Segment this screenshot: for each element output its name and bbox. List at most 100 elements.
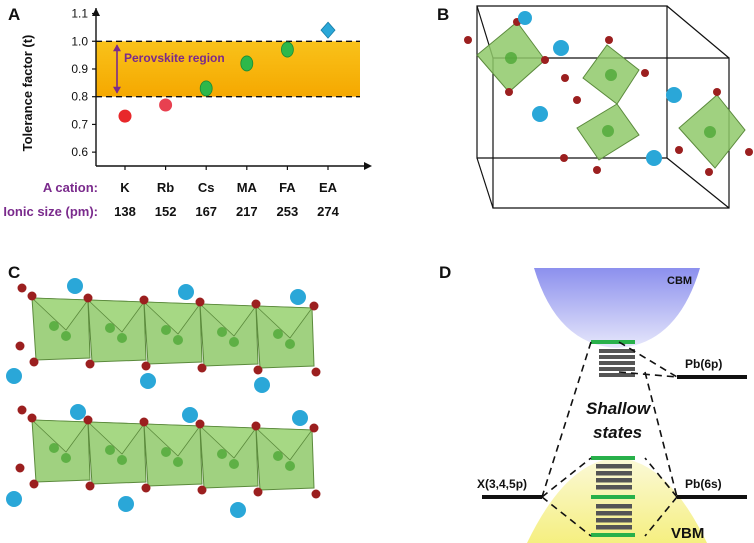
oxygen-atom: [309, 301, 319, 311]
octahedron-face: [142, 301, 201, 335]
panel-d-diagram: D CBM VBM Pb(6p) Pb(6s) X(3,4,5p) Shallo…: [439, 263, 747, 543]
level-gray: [599, 355, 635, 359]
oxygen-atom: [195, 419, 205, 429]
octahedron-face: [254, 305, 313, 339]
cation-sphere: [532, 106, 548, 122]
panel-b-structure: B: [437, 5, 753, 209]
y-tick-label: 1.1: [71, 7, 88, 21]
panel-c-structure: C: [6, 263, 321, 518]
ionic-size-label: 217: [236, 204, 258, 219]
octahedron-face: [254, 427, 313, 461]
cation-sphere: [646, 150, 662, 166]
data-point: [320, 21, 336, 39]
inner-atom: [217, 327, 227, 337]
cation-label: Cs: [198, 180, 215, 195]
cation-sphere: [292, 410, 308, 426]
cell-edge: [476, 157, 494, 209]
panel-a-label: A: [8, 5, 20, 24]
octahedron: [464, 18, 549, 96]
region-arrow-head: [113, 86, 121, 94]
level-green: [591, 533, 635, 537]
level-gray: [596, 525, 632, 530]
cation-label: EA: [319, 180, 338, 195]
inner-atom: [49, 443, 59, 453]
oxygen-atom: [29, 357, 39, 367]
octahedron-face: [142, 423, 201, 457]
octahedron-face: [30, 297, 89, 331]
level-gray: [596, 504, 632, 509]
octahedron-face: [86, 299, 145, 333]
oxygen-atom: [27, 413, 37, 423]
oxygen-atom: [17, 405, 27, 415]
oxygen-atom: [251, 421, 261, 431]
x-axis-arrow: [364, 162, 372, 170]
level-gray: [596, 511, 632, 516]
y-tick-label: 0.9: [71, 62, 88, 76]
inner-atom: [61, 453, 71, 463]
cell-edge: [666, 5, 730, 59]
cation-label: K: [120, 180, 130, 195]
cation-sphere: [118, 496, 134, 512]
oxygen-atom: [15, 463, 25, 473]
ionic-size-label: 253: [277, 204, 299, 219]
y-tick-label: 0.7: [71, 117, 88, 131]
ionic-size-label: 167: [195, 204, 217, 219]
octahedra-layer-top: [6, 278, 321, 393]
octahedron-face: [30, 419, 89, 453]
cbm-label: CBM: [667, 275, 692, 287]
oxygen-atom: [311, 367, 321, 377]
octahedron: [560, 36, 649, 174]
inner-atom: [173, 335, 183, 345]
level-green: [591, 340, 635, 344]
panel-b-label: B: [437, 5, 449, 24]
oxygen-atom: [83, 415, 93, 425]
cation-label: Rb: [157, 180, 174, 195]
oxygen-atom: [195, 297, 205, 307]
inner-atom: [105, 323, 115, 333]
cell-edge: [666, 157, 730, 209]
inner-atom: [61, 331, 71, 341]
inner-atom: [105, 445, 115, 455]
cation-label: FA: [279, 180, 296, 195]
data-point: [199, 80, 213, 97]
y-tick-label: 0.6: [71, 145, 88, 159]
y-tick-label: 1.0: [71, 34, 88, 48]
pb6s-label: Pb(6s): [685, 477, 722, 491]
cation-sphere: [182, 407, 198, 423]
shallow-levels-lower: [591, 456, 635, 537]
cation-sphere: [666, 87, 682, 103]
pb6p-label: Pb(6p): [685, 357, 722, 371]
level-gray: [596, 478, 632, 483]
vbm-label: VBM: [671, 525, 704, 542]
octahedron: [675, 88, 753, 176]
level-gray: [599, 373, 635, 377]
ionic-size-label: 152: [155, 204, 177, 219]
oxygen-atom: [83, 293, 93, 303]
region-label: Perovskite region: [124, 51, 225, 65]
cation-sphere: [254, 377, 270, 393]
tolerance-chart: Perovskite region0.60.70.80.91.01.1Toler…: [3, 7, 372, 219]
oxygen-atom: [197, 363, 207, 373]
level-gray: [599, 361, 635, 365]
level-gray: [596, 518, 632, 523]
perovskite-region: [96, 41, 360, 97]
inner-atom: [229, 337, 239, 347]
level-gray: [596, 471, 632, 476]
shallow-levels-upper: [591, 340, 635, 377]
level-gray: [599, 367, 635, 371]
inner-atom: [273, 329, 283, 339]
inner-atom: [161, 447, 171, 457]
level-gray: [596, 464, 632, 469]
oxygen-atom: [17, 283, 27, 293]
octahedron-face: [198, 425, 257, 459]
panel-a-chart: A Perovskite region0.60.70.80.91.01.1Tol…: [3, 5, 372, 219]
ionic-size-label: 138: [114, 204, 136, 219]
cation-sphere: [6, 368, 22, 384]
connector-lines: [541, 341, 678, 537]
x-orbital-label: X(3,4,5p): [477, 477, 527, 491]
inner-atom: [49, 321, 59, 331]
data-point: [240, 55, 254, 72]
oxygen-atom: [29, 479, 39, 489]
oxygen-atom: [251, 299, 261, 309]
oxygen-atom: [141, 483, 151, 493]
